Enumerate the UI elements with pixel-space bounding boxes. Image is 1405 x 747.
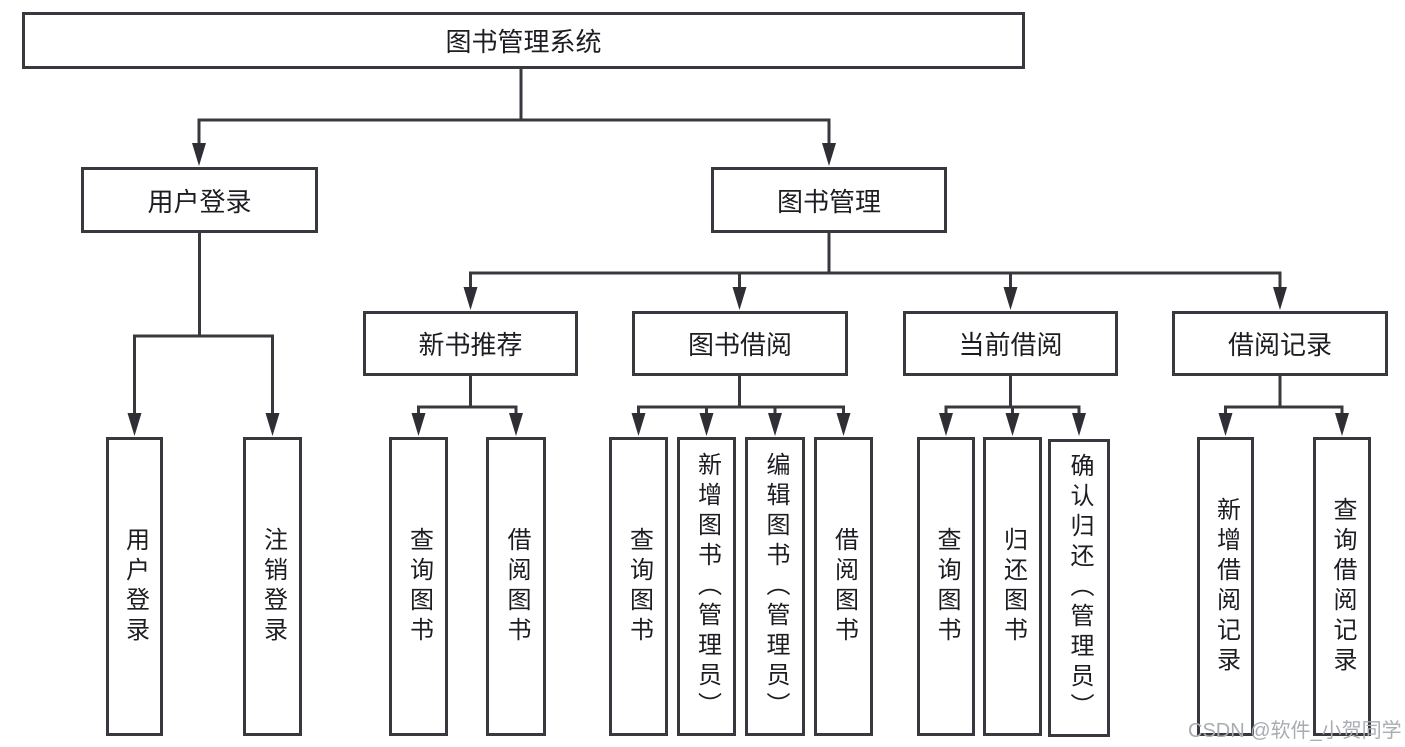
node-add-books-admin: 新增图书（管理员） — [677, 437, 736, 736]
node-book-management: 图书管理 — [711, 167, 947, 233]
connector-borrowing-to-children — [637, 376, 845, 418]
node-borrowing-records: 借阅记录 — [1172, 311, 1388, 376]
node-query-books-borrowing: 查询图书 — [609, 437, 668, 736]
connector-bookmgmt-to-level3 — [469, 233, 1282, 292]
node-borrow-books-borrowing: 借阅图书 — [814, 437, 873, 736]
node-logout-action: 注销登录 — [243, 437, 302, 736]
watermark: CSDN @软件_小贺同学 — [1188, 720, 1402, 742]
connector-recommend-to-children — [417, 376, 518, 418]
connector-records-to-children — [1224, 376, 1344, 418]
node-new-book-recommendation: 新书推荐 — [363, 311, 578, 376]
node-query-books-recommend: 查询图书 — [389, 437, 448, 736]
node-user-login-action: 用户登录 — [106, 437, 163, 736]
node-confirm-return-admin: 确认归还（管理员） — [1048, 439, 1110, 737]
node-borrow-books-recommend: 借阅图书 — [486, 437, 546, 736]
connector-current-to-children — [944, 376, 1081, 418]
node-edit-books-admin: 编辑图书（管理员） — [745, 437, 805, 736]
node-return-books: 归还图书 — [983, 437, 1042, 736]
node-query-borrow-record: 查询借阅记录 — [1313, 437, 1371, 736]
node-query-books-current: 查询图书 — [917, 437, 975, 736]
connector-userlogin-to-children — [133, 233, 274, 418]
node-root: 图书管理系统 — [22, 12, 1025, 69]
node-user-login: 用户登录 — [81, 167, 318, 233]
node-book-borrowing: 图书借阅 — [632, 311, 848, 376]
connector-root-to-level2 — [197, 69, 831, 148]
node-current-borrowing: 当前借阅 — [903, 311, 1118, 376]
node-add-borrow-record: 新增借阅记录 — [1197, 437, 1254, 736]
